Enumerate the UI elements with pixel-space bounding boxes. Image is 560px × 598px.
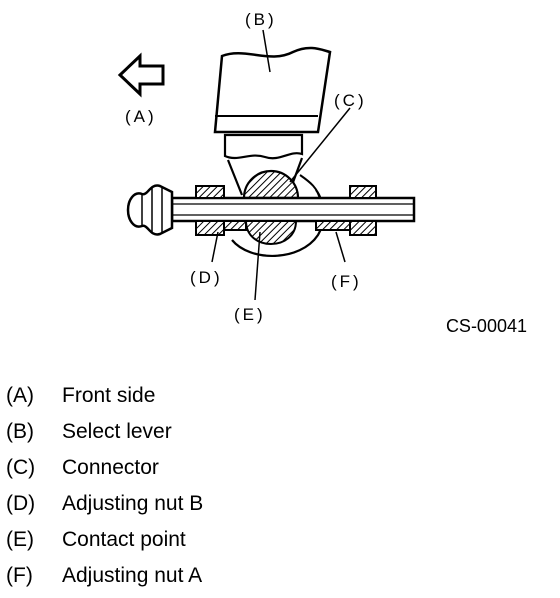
- connector-lower: [244, 220, 298, 246]
- legend-item: (B) Select lever: [6, 414, 546, 450]
- legend-key: (C): [6, 456, 36, 479]
- legend-item: (D) Adjusting nut B: [6, 486, 546, 522]
- legend-text: Select lever: [62, 420, 172, 443]
- callout-c: (C): [334, 91, 367, 110]
- legend-key: (E): [6, 528, 34, 551]
- callout-d: (D): [190, 268, 223, 287]
- legend-key: (F): [6, 564, 33, 587]
- legend-item: (F) Adjusting nut A: [6, 558, 546, 594]
- legend-text: Adjusting nut A: [62, 564, 203, 587]
- connector-ball: [242, 169, 300, 200]
- legend-text: Connector: [62, 456, 159, 479]
- legend-item: (C) Connector: [6, 450, 546, 486]
- front-side-arrow-icon: [117, 52, 165, 98]
- rod: [170, 196, 416, 223]
- legend-item: (E) Contact point: [6, 522, 546, 558]
- legend-item: (A) Front side: [6, 378, 546, 414]
- legend-key: (D): [6, 492, 36, 515]
- callout-e: (E): [234, 305, 266, 324]
- callout-a: (A): [125, 107, 157, 126]
- select-lever-diagram: (B) (A) (C) (D) (E) (F) CS-00041: [117, 10, 527, 336]
- callout-f: (F): [331, 272, 362, 291]
- legend: (A) Front side (B) Select lever (C) Conn…: [6, 378, 546, 594]
- leader-lines: [211, 29, 351, 301]
- legend-text: Front side: [62, 384, 156, 407]
- legend-text: Adjusting nut B: [62, 492, 204, 515]
- rubber-boot: [126, 184, 174, 236]
- legend-key: (A): [6, 384, 34, 407]
- legend-text: Contact point: [62, 528, 186, 551]
- legend-key: (B): [6, 420, 34, 443]
- adjusting-nut-a: [315, 185, 377, 236]
- figure-code: CS-00041: [446, 316, 527, 336]
- callout-b: (B): [245, 10, 277, 29]
- select-lever: [213, 46, 332, 196]
